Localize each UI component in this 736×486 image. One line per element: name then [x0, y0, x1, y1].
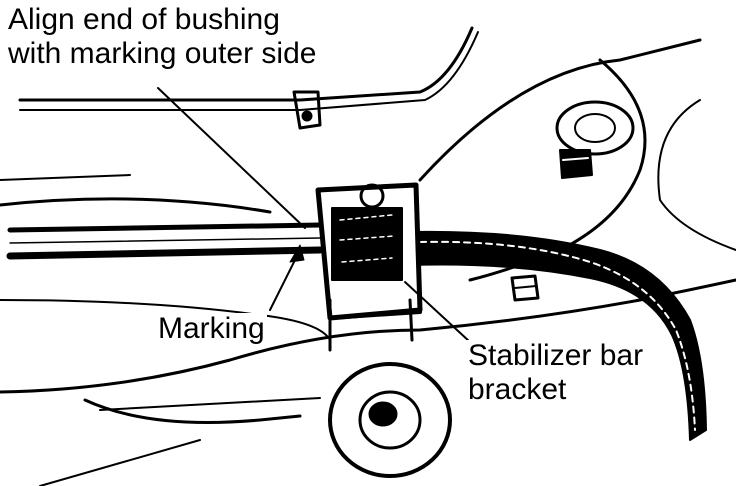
stabilizer-bar [7, 222, 323, 233]
lower-bolt [510, 274, 540, 302]
callout-align-bushing-2: with marking outer side [6, 37, 319, 70]
mount-bushing [555, 100, 635, 156]
bushing [331, 207, 403, 281]
marking-arrowhead [289, 244, 305, 263]
mount-bolt [559, 149, 593, 179]
callout-align-bushing: Align end of bushing [6, 3, 282, 36]
callout-stabilizer-bracket-2: bracket [466, 373, 569, 406]
pivot-bushing [328, 362, 452, 478]
callout-stabilizer-bracket: Stabilizer bar [466, 339, 646, 372]
line-clip [292, 90, 322, 130]
body-panel [0, 197, 272, 214]
callout-marking: Marking [156, 312, 267, 345]
leader-bracket [404, 281, 471, 343]
upper-arm [418, 38, 702, 182]
brake-line [18, 26, 474, 102]
leader-align [157, 87, 306, 229]
